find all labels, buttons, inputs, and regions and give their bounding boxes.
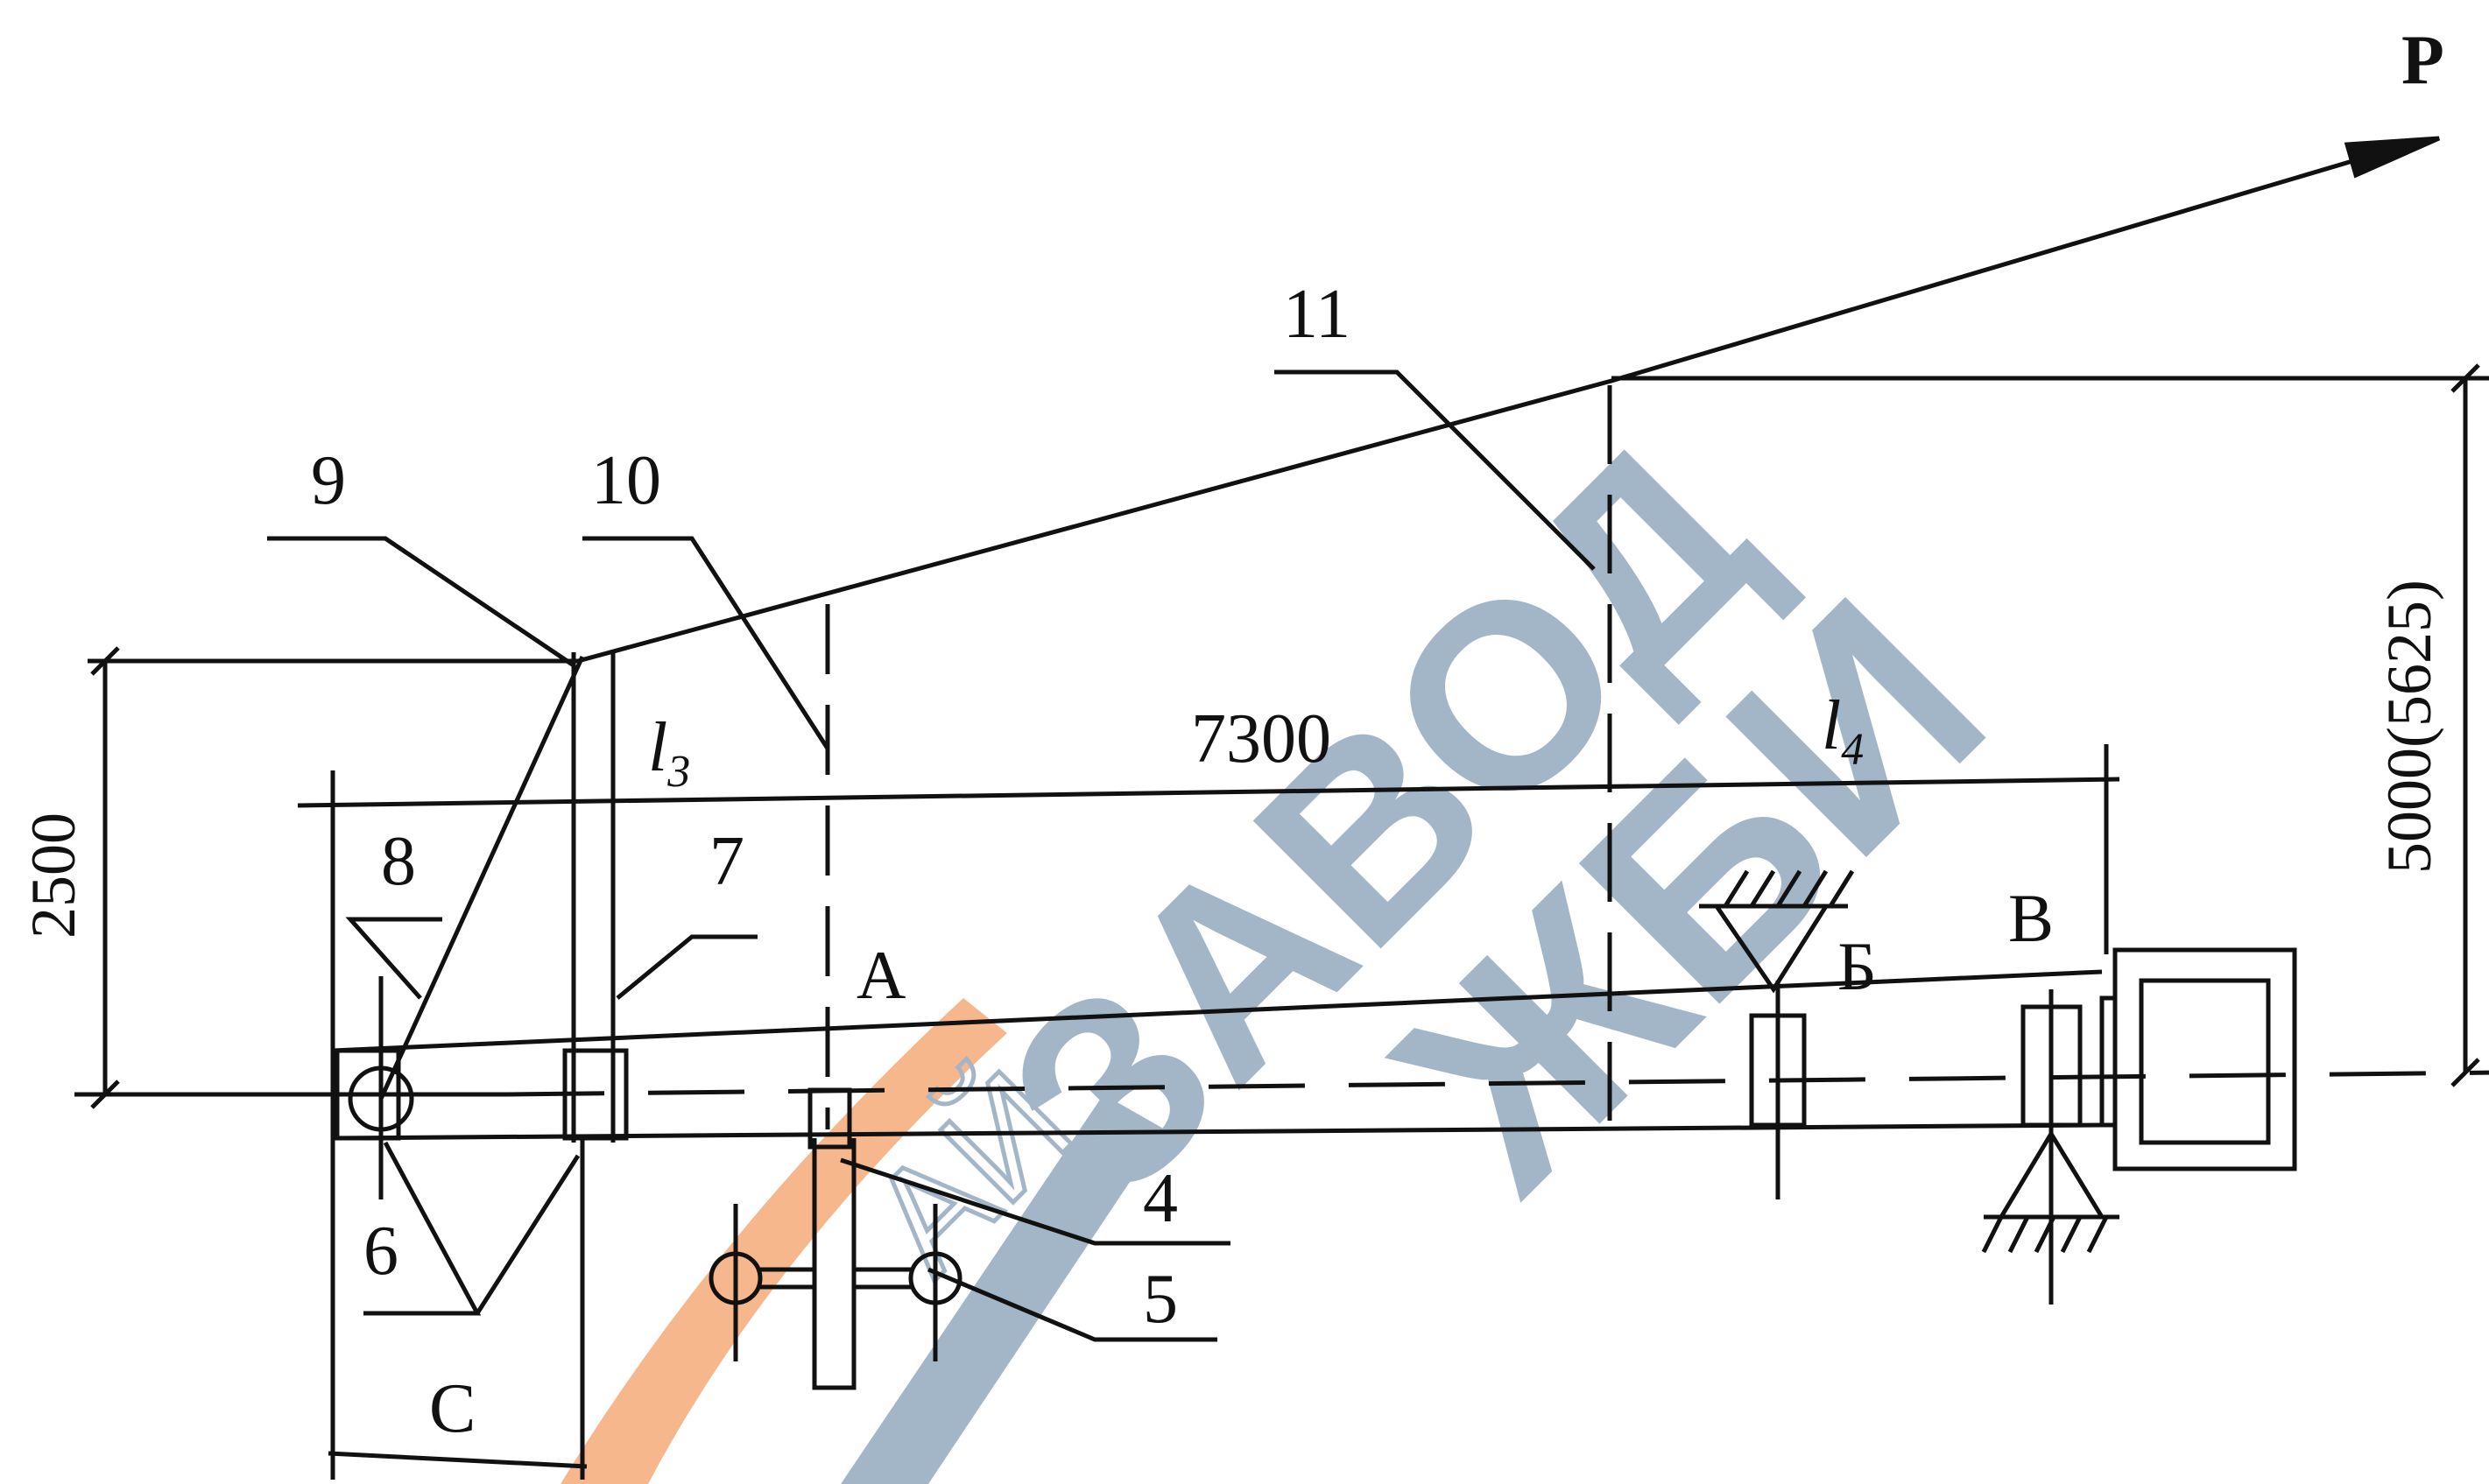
label-item-10: 10 xyxy=(591,442,661,519)
mast-brace xyxy=(378,655,585,1101)
leader-4 xyxy=(840,1157,1230,1246)
label-item-9: 9 xyxy=(311,442,346,519)
dim-5000-value: 5000(5625) xyxy=(2374,580,2444,874)
force-arrow-head xyxy=(2344,136,2441,179)
block-mast xyxy=(562,1048,629,1141)
block-a xyxy=(807,1087,852,1150)
support-v-hatch xyxy=(1981,1214,2119,1254)
support-a-post xyxy=(812,1138,857,1390)
label-dim-l4-sub: 4 xyxy=(1841,725,1864,775)
block-left xyxy=(335,1048,401,1141)
pulley-4-arm xyxy=(760,1267,814,1290)
dim-c-line xyxy=(328,1451,588,1469)
label-item-11: 11 xyxy=(1283,276,1350,353)
leader-5 xyxy=(927,1267,1217,1342)
label-support-v: В xyxy=(2008,880,2054,956)
beam-top xyxy=(332,969,2103,1053)
label-force-p: P xyxy=(2401,22,2444,99)
dim-horizontal-line xyxy=(297,777,2120,808)
watermark: ЗАВОД ЖБИ АЙ xyxy=(561,389,2043,1484)
label-item-4: 4 xyxy=(1143,1160,1178,1237)
drive-coupling xyxy=(2099,995,2118,1128)
label-dim-l4: l4 xyxy=(1822,687,1864,775)
dim-2500-value: 2500 xyxy=(18,812,88,939)
label-item-8: 8 xyxy=(381,823,416,900)
drawing-lines xyxy=(74,136,2489,1480)
label-dim-l3-sub: 3 xyxy=(666,747,690,797)
pulley-5-arm xyxy=(854,1267,911,1290)
dim-2500-tick-top xyxy=(90,646,120,676)
rope-line xyxy=(577,142,2409,664)
dim-7300-value: 7300 xyxy=(1191,700,1331,777)
dim-2500-tick-bot xyxy=(90,1080,120,1109)
label-item-5: 5 xyxy=(1143,1261,1178,1338)
block-left-wheel xyxy=(348,1066,414,1132)
label-dim-c: C xyxy=(429,1370,476,1447)
support-b-hatch xyxy=(1699,869,1855,909)
label-support-b: Б xyxy=(1837,928,1877,1004)
leader-9 xyxy=(267,536,575,668)
watermark-orange-arc xyxy=(561,998,1007,1484)
leader-8 xyxy=(345,917,442,1000)
label-dim-l3-base: l xyxy=(648,709,667,786)
drawing-labels: P 11 9 10 8 7 6 4 5 A Б В C l3 l4 2500 7… xyxy=(18,22,2444,1447)
label-dim-l4-base: l xyxy=(1822,687,1841,764)
leader-6 xyxy=(363,1141,581,1316)
leader-11 xyxy=(1274,369,1596,571)
label-dim-l3: l3 xyxy=(648,709,690,797)
label-item-7: 7 xyxy=(709,823,744,900)
watermark-blue-stroke xyxy=(841,1094,1165,1484)
leader-7 xyxy=(616,934,758,1000)
dim-5000-tick-bot xyxy=(2450,1058,2480,1087)
drive-box-inner xyxy=(2139,978,2271,1145)
dim-5000-tick-top xyxy=(2450,363,2480,393)
label-support-a: A xyxy=(857,937,906,1013)
leader-10 xyxy=(582,536,830,750)
label-item-6: 6 xyxy=(363,1213,398,1290)
